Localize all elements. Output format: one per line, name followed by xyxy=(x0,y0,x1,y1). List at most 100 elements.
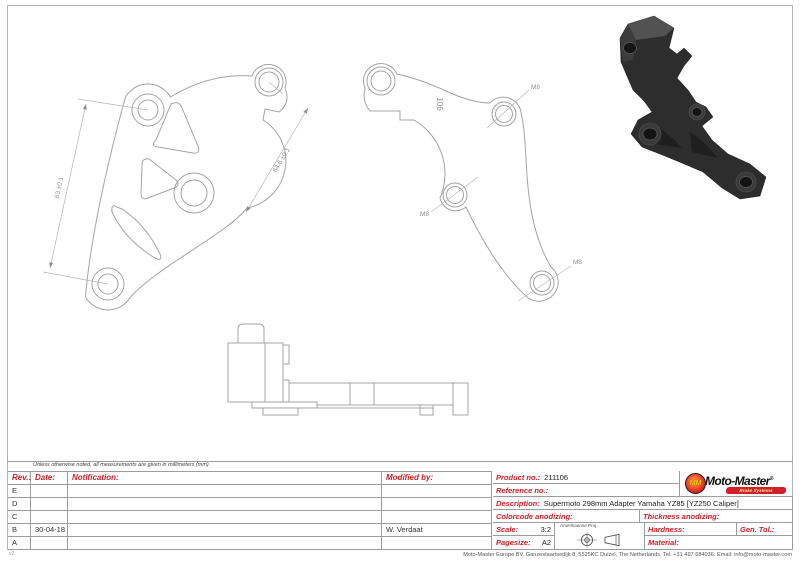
front-hole-center-inner xyxy=(180,179,208,207)
rev-row-c-rev: C xyxy=(8,511,31,524)
front-hole-bottomleft-inner xyxy=(97,273,119,295)
rev-row-a-modified xyxy=(382,537,492,550)
back-hole-mid-inner xyxy=(446,186,464,204)
rev-row-c-notification xyxy=(68,511,382,524)
render-3d xyxy=(619,15,767,200)
titleblock-top-line xyxy=(7,461,793,462)
colorcode-cell: Colorcode anodizing: xyxy=(493,510,640,523)
revision-table: Rev.: Date: Notification: Modified by: E… xyxy=(8,471,492,550)
rev-row-b-modified: W. Verdaat xyxy=(382,524,492,537)
side-view-end-block xyxy=(452,382,469,416)
thickness-label: Thickness anodizing: xyxy=(643,511,720,521)
rev-row-c-modified xyxy=(382,511,492,524)
date-header: Date: xyxy=(31,472,68,485)
rev-row-b-rev: B xyxy=(8,524,31,537)
front-pocket-3 xyxy=(111,205,162,260)
dim-646-line xyxy=(245,107,309,213)
back-hole-bottom-outer xyxy=(529,270,555,296)
rev-row-e-rev: E xyxy=(8,485,31,498)
front-hole-topright-outer xyxy=(254,67,284,97)
scale-label: Scale: xyxy=(496,524,519,534)
reference-no-cell: Reference no.: xyxy=(493,484,680,497)
modified-by-header: Modified by: xyxy=(382,472,492,485)
rev-row-b-notification xyxy=(68,524,382,537)
side-view-step-top xyxy=(282,344,290,365)
logo-brand-name: Moto-Master xyxy=(705,474,770,488)
logo-tagline: Brake Systems xyxy=(739,488,773,493)
rev-row-d-notification xyxy=(68,498,382,511)
rev-row-a-date xyxy=(31,537,68,550)
description-cell: Description: Supermoto 298mm Adapter Yam… xyxy=(493,497,793,510)
rev-row-a-rev: A xyxy=(8,537,31,550)
dim-83-ext-bottom xyxy=(42,271,109,285)
product-no-label: Product no.: xyxy=(496,472,541,482)
rev-row-e-modified xyxy=(382,485,492,498)
front-pocket-2 xyxy=(140,158,179,200)
material-label: Material: xyxy=(648,538,679,547)
render-pocket-2 xyxy=(690,132,718,158)
rev-header: Rev.: xyxy=(8,472,31,485)
back-hole-axle-outer xyxy=(366,66,396,96)
moto-master-logo: MM Moto-Master® Brake Systems xyxy=(680,471,793,497)
front-hole-topright-inner xyxy=(258,71,280,93)
third-angle-projection-icon xyxy=(576,532,619,548)
front-hole-center-outer xyxy=(173,172,215,214)
hardness-label: Hardness: xyxy=(648,524,685,534)
side-view-block xyxy=(227,342,284,403)
back-hole-top-outer xyxy=(491,101,517,127)
m8-label-bottom: M8 xyxy=(573,259,582,266)
gen-tol-label: Gen. Tol.: xyxy=(740,524,775,534)
reference-no-label: Reference no.: xyxy=(496,485,549,495)
product-no-value: 211106 xyxy=(544,472,569,482)
rev-row-b-date: 30-04-18 xyxy=(31,524,68,537)
dim-83-line xyxy=(49,103,87,269)
rev-row-d-modified xyxy=(382,498,492,511)
description-label: Description: xyxy=(496,498,540,508)
render-hole-bottom xyxy=(739,176,753,188)
drawing-views: 83 ±0.1 64.6 ±0.1 M8 M8 xyxy=(42,15,767,416)
logo-tagline-banner: Brake Systems xyxy=(725,487,787,494)
rev-row-e-notification xyxy=(68,485,382,498)
rev-row-c-date xyxy=(31,511,68,524)
part-marking-106: 106 xyxy=(435,97,444,111)
description-value: Supermoto 298mm Adapter Yamaha YZ85 [YZ2… xyxy=(543,498,739,508)
dim-83-label: 83 ±0.1 xyxy=(54,176,66,199)
side-view-tab xyxy=(237,323,265,343)
m8-label-mid: M8 xyxy=(420,211,429,218)
title-block: Product no.: 211106 Reference no.: Descr… xyxy=(493,471,793,550)
logo-brand-text: Moto-Master® xyxy=(705,474,773,488)
projection-label: Amerikaanse Proj. xyxy=(560,523,598,528)
front-hole-topleft-outer xyxy=(131,93,165,127)
rev-row-d-date xyxy=(31,498,68,511)
rev-row-a-notification xyxy=(68,537,382,550)
m8-label-top: M8 xyxy=(531,84,540,91)
emblem-initials: MM xyxy=(689,480,702,487)
back-hole-top-inner xyxy=(495,105,513,123)
side-view xyxy=(227,323,469,416)
side-view-right-step xyxy=(419,404,434,416)
scale-value: 3:2 xyxy=(540,524,551,534)
company-footer: Moto-Master Europe BV, Ganzestaartsedijk… xyxy=(463,552,792,558)
registered-mark: ® xyxy=(769,476,774,482)
back-view-outline xyxy=(363,63,559,302)
leader-m8-top xyxy=(486,89,530,129)
notification-header: Notification: xyxy=(68,472,382,485)
front-pocket-1 xyxy=(152,102,200,154)
front-hole-bottomleft-outer xyxy=(91,267,125,301)
back-hole-axle-inner xyxy=(370,70,392,92)
scale-cell: Scale: 3:2 xyxy=(493,523,555,536)
sheet-version-mark: v2 xyxy=(9,551,15,557)
back-view: M8 M8 M8 106 xyxy=(363,63,582,302)
dim-646-ext xyxy=(268,81,284,95)
dim-83-ext-top xyxy=(77,98,149,111)
front-hole-topleft-inner xyxy=(137,99,159,121)
rev-row-d-rev: D xyxy=(8,498,31,511)
render-hole-top xyxy=(623,42,637,54)
material-cell: Material: xyxy=(645,536,793,550)
back-hole-mid-outer xyxy=(442,182,468,208)
pagesize-cell: Pagesize: A2 xyxy=(493,536,555,550)
pagesize-value: A2 xyxy=(541,538,551,547)
units-note: Unless otherwise noted, all measurements… xyxy=(33,462,209,468)
hardness-cell: Hardness: xyxy=(645,523,737,536)
